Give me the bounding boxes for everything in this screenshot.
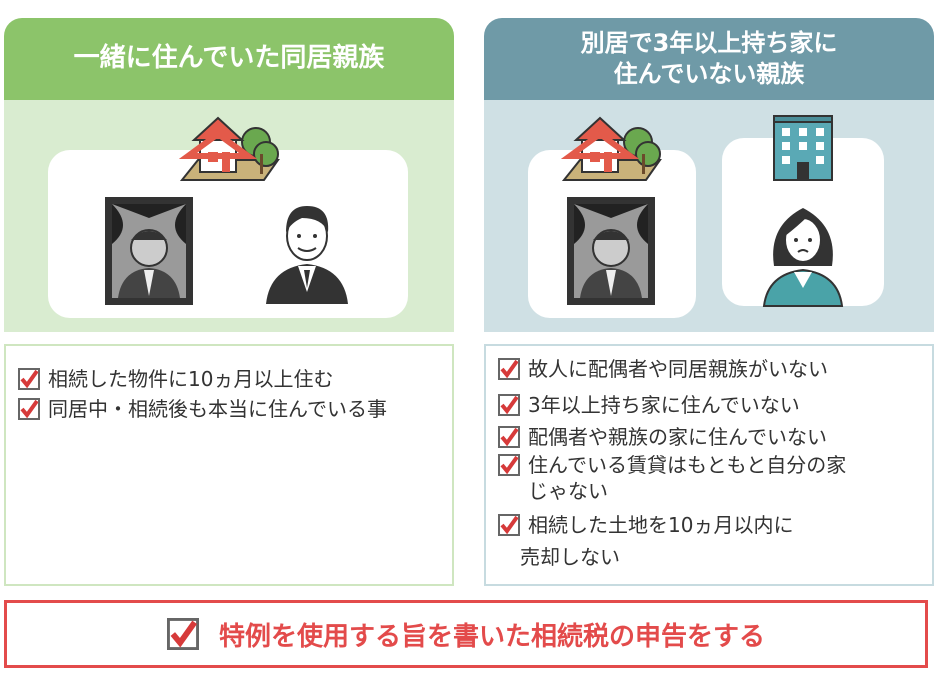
right-condition-text: 3年以上持ち家に住んでいない <box>528 393 800 417</box>
office-building-icon <box>773 115 833 181</box>
man-in-suit-icon <box>266 206 348 304</box>
right-condition-text: 相続した土地を10ヵ月以内に <box>528 513 794 537</box>
red-checkbox-icon <box>498 426 520 448</box>
right-panel-title-line1: 別居で3年以上持ち家に <box>580 29 838 58</box>
right-condition-text-cont: じゃない <box>528 479 608 503</box>
right-condition-3: 配偶者や親族の家に住んでいない <box>498 424 827 450</box>
right-condition-5: 相続した土地を10ヵ月以内に 売却しない <box>498 512 793 570</box>
house-with-trees-icon <box>560 116 662 181</box>
right-condition-text: 配偶者や親族の家に住んでいない <box>528 425 827 449</box>
left-condition-2: 同居中・相続後も本当に住んでいる事 <box>18 396 387 422</box>
right-condition-1: 故人に配偶者や同居親族がいない <box>498 356 828 382</box>
footer-requirement-box: 特例を使用する旨を書いた相続税の申告をする <box>4 600 928 668</box>
right-condition-4: 住んでいる賃貸はもともと自分の家 じゃない <box>498 452 846 504</box>
red-checkbox-icon <box>18 368 40 390</box>
red-checkbox-icon <box>498 454 520 476</box>
woman-icon <box>762 208 844 307</box>
right-panel-title-line2: 住んでいない親族 <box>613 60 805 88</box>
left-condition-text: 同居中・相続後も本当に住んでいる事 <box>48 397 387 421</box>
memorial-portrait-icon <box>105 197 193 305</box>
footer-text: 特例を使用する旨を書いた相続税の申告をする <box>218 621 765 652</box>
right-conditions-box: 故人に配偶者や同居親族がいない 3年以上持ち家に住んでいない 配偶者や親族の家に… <box>484 344 934 586</box>
right-condition-text: 故人に配偶者や同居親族がいない <box>528 357 828 381</box>
left-panel-header: 一緒に住んでいた同居親族 <box>4 18 454 100</box>
red-checkbox-icon <box>498 394 520 416</box>
left-condition-1: 相続した物件に10ヵ月以上住む <box>18 366 333 392</box>
red-checkbox-icon <box>18 398 40 420</box>
red-checkbox-icon <box>498 514 520 536</box>
memorial-portrait-icon <box>567 197 655 305</box>
right-panel-header: 別居で3年以上持ち家に 住んでいない親族 <box>484 18 934 100</box>
right-condition-text: 住んでいる賃貸はもともと自分の家 <box>528 453 847 477</box>
right-condition-text-cont: 売却しない <box>520 545 620 569</box>
left-conditions-box: 相続した物件に10ヵ月以上住む 同居中・相続後も本当に住んでいる事 <box>4 344 454 586</box>
red-checkbox-icon <box>166 618 199 650</box>
right-condition-2: 3年以上持ち家に住んでいない <box>498 392 800 418</box>
left-condition-text: 相続した物件に10ヵ月以上住む <box>48 367 334 391</box>
left-panel-title: 一緒に住んでいた同居親族 <box>73 43 385 74</box>
house-with-trees-icon <box>178 116 280 181</box>
red-checkbox-icon <box>498 358 520 380</box>
